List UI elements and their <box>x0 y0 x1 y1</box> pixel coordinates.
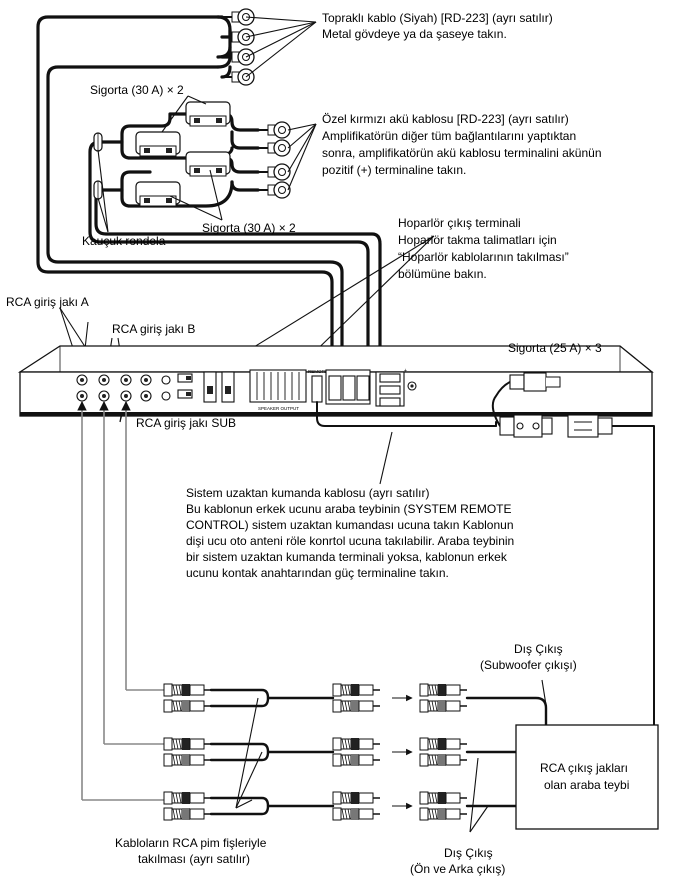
battery-wires <box>88 101 382 364</box>
head-unit-label-line2: olan araba teybi <box>544 778 629 792</box>
fuse-holder <box>185 151 231 177</box>
rca-plug <box>163 807 212 821</box>
rca-plug <box>419 807 468 821</box>
rca-plug <box>419 753 468 767</box>
rca-sub-label: RCA giriş jakı SUB <box>136 416 236 430</box>
rca-plug <box>332 683 381 697</box>
battery-label-line2: Amplifikatörün diğer tüm bağlantılarını … <box>322 129 576 143</box>
rca-plug <box>419 683 468 697</box>
speaker-label-line2: Hoparlör takma talimatları için <box>398 233 557 247</box>
rca-cable-label-line2: takılması (ayrı satılır) <box>138 852 250 866</box>
remote-cable <box>316 372 655 726</box>
ground-label-line2: Metal gövdeye ya da şaseye takın. <box>322 27 507 41</box>
head-unit-box <box>515 724 659 830</box>
speaker-label-line3: “Hoparlör kablolarının takılması” <box>398 250 569 264</box>
speaker-label-line1: Hoparlör çıkış terminali <box>398 216 521 230</box>
remote-label-line2: Bu kablonun erkek ucunu araba teybinin (… <box>186 502 512 516</box>
fuse-holder <box>135 181 181 207</box>
remote-plug-end <box>567 414 613 438</box>
rca-cable-label-line1: Kabloların RCA pim fişleriyle <box>115 836 267 850</box>
fuse-holder <box>185 101 231 127</box>
remote-plug-female <box>499 414 553 438</box>
fuse-25-label: Sigorta (25 A) × 3 <box>508 341 602 355</box>
remote-label-line3: CONTROL) sistem uzaktan kumandası ucuna … <box>186 518 514 532</box>
text-labels: Topraklı kablo (Siyah) [RD-223] (ayrı sa… <box>6 11 629 876</box>
battery-label-line4: pozitif (+) terminaline takın. <box>322 163 466 177</box>
rca-plug <box>332 699 381 713</box>
rca-plug <box>163 737 212 751</box>
svg-text:+: + <box>404 368 407 374</box>
rca-signal-cables <box>77 401 548 821</box>
remote-label-line1: Sistem uzaktan kumanda kablosu (ayrı sat… <box>186 486 429 500</box>
remote-plug-male <box>509 372 561 392</box>
fr-out-label-line2: (Ön ve Arka çıkış) <box>410 862 505 876</box>
rca-plug <box>419 791 468 805</box>
rca-plug <box>163 753 212 767</box>
rca-plug <box>332 807 381 821</box>
battery-ring-terminal <box>257 121 291 139</box>
remote-terminal <box>311 375 323 403</box>
fuse-top-label: Sigorta (30 A) × 2 <box>90 83 184 97</box>
remote-label-line6: ucunu kontak anahtarından güç terminalin… <box>186 566 449 580</box>
rca-b-label: RCA giriş jakı B <box>112 322 195 336</box>
ground-wires <box>36 8 344 364</box>
battery-ring-terminal <box>257 163 291 181</box>
ground-label-line1: Topraklı kablo (Siyah) [RD-223] (ayrı sa… <box>322 11 553 25</box>
speaker-label-line4: bölümüne bakın. <box>398 267 487 281</box>
rubber-grommet <box>93 180 103 200</box>
rca-plug <box>163 791 212 805</box>
rca-a-label: RCA giriş jakı A <box>6 295 89 309</box>
battery-ring-terminal <box>257 139 291 157</box>
rca-plug <box>332 791 381 805</box>
rca-plug <box>332 753 381 767</box>
rca-plug <box>163 699 212 713</box>
remote-text: REMOTE <box>308 369 327 374</box>
sub-out-label-line1: Dış Çıkış <box>514 642 563 656</box>
battery-label-line3: sonra, amplifikatörün akü kablosu termin… <box>322 146 602 160</box>
remote-label-line4: dişi ucu oto anteni röle konrtol ucuna t… <box>186 534 514 548</box>
rca-plug <box>419 737 468 751</box>
rca-input-jacks <box>76 374 171 402</box>
speaker-output-text: SPEAKER OUTPUT <box>258 406 299 411</box>
fuse-mid-label: Sigorta (30 A) × 2 <box>202 221 296 235</box>
rca-plug <box>332 737 381 751</box>
head-unit-label-line1: RCA çıkış jakları <box>540 761 628 775</box>
rca-plug <box>163 683 212 697</box>
battery-ring-terminal <box>257 181 291 199</box>
rubber-grommet <box>93 132 103 152</box>
remote-label-line5: bir sistem uzaktan kumanda terminali yok… <box>186 550 508 564</box>
rca-plug <box>419 699 468 713</box>
grommet-label: Kauçuk rondela <box>82 234 166 248</box>
battery-label-line1: Özel kırmızı akü kablosu [RD-223] (ayrı … <box>322 112 569 126</box>
sub-out-label-line2: (Subwoofer çıkışı) <box>480 658 577 672</box>
fr-out-label-line1: Dış Çıkış <box>444 846 493 860</box>
speaker-output-terminals: SPEAKER OUTPUT <box>203 369 307 411</box>
fuse-holder <box>135 131 181 157</box>
